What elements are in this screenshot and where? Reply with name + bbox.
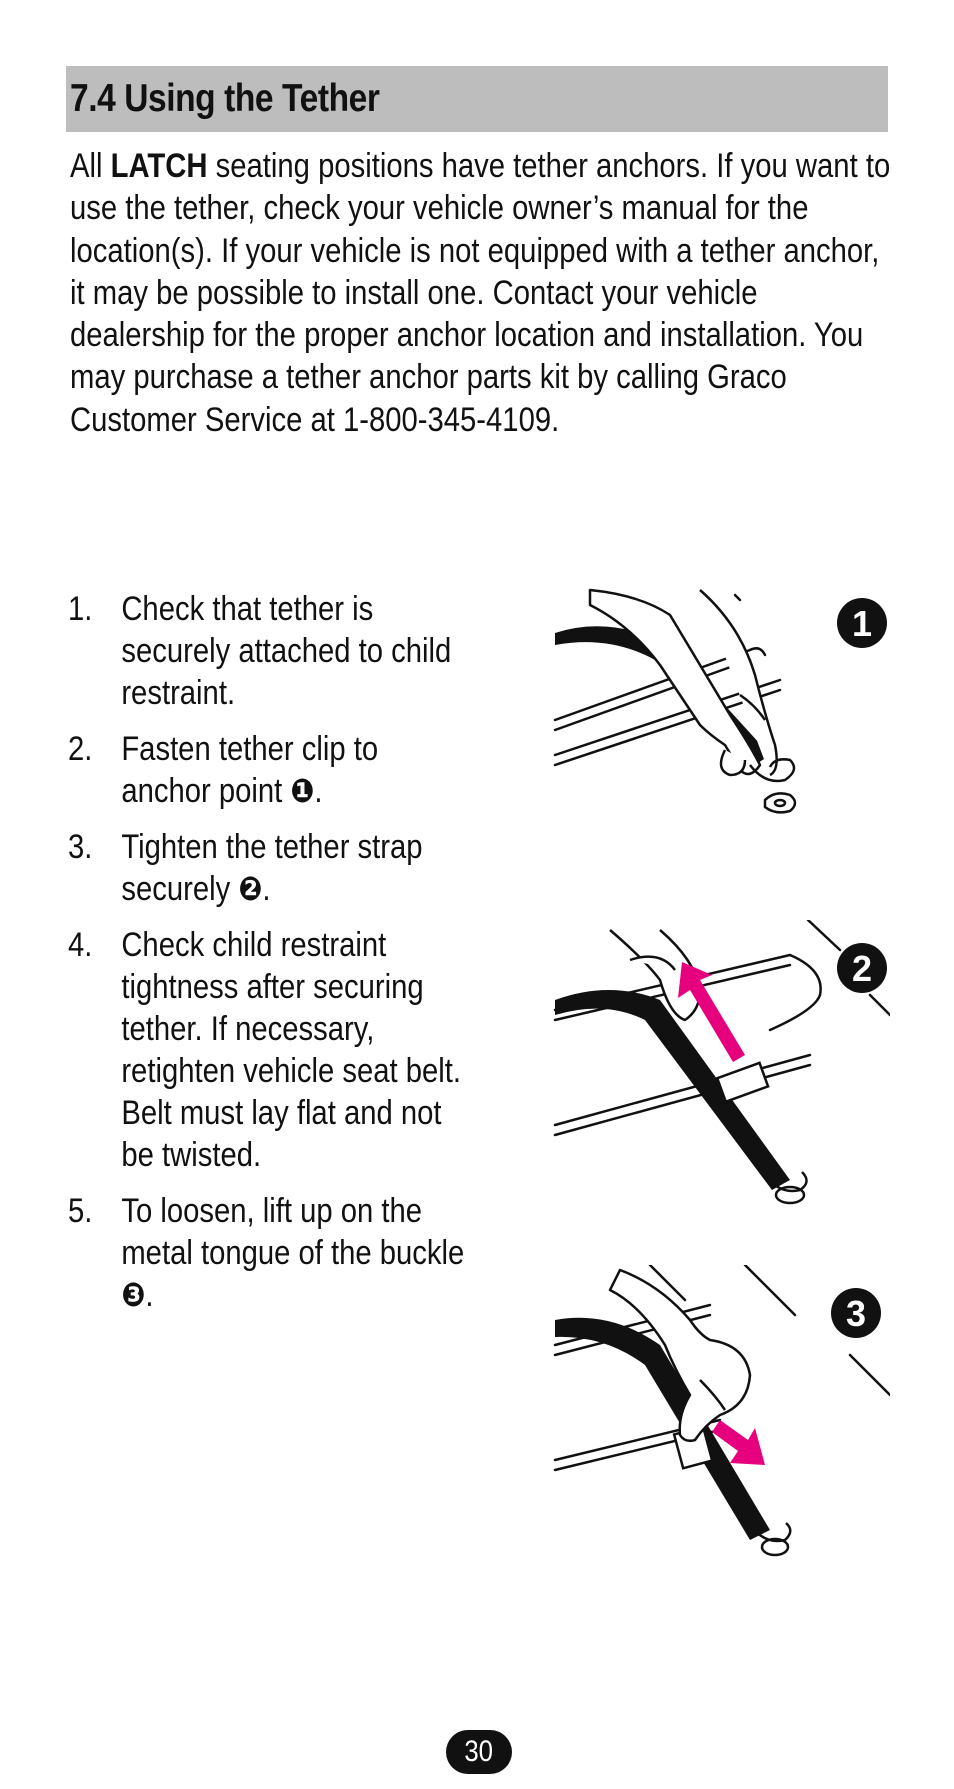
figure-ref-3: ❸ [121, 1276, 146, 1313]
instruction-steps: 1. Check that tether is securely attache… [68, 588, 472, 1330]
latch-term: LATCH [110, 147, 208, 185]
anchor-clip-icon [749, 758, 797, 814]
step-item: 3. Tighten the tether strap securely ❷. [68, 826, 472, 910]
step-number: 3. [68, 828, 93, 866]
step-text: Fasten tether clip to anchor point ❶. [121, 730, 379, 810]
number-circle-icon: 1 [837, 598, 887, 648]
step-text: Check child restraint tightness after se… [121, 926, 462, 1174]
anchor-clip-icon [764, 1171, 808, 1205]
intro-lead: All [70, 147, 111, 185]
step-text: To loosen, lift up on the metal tongue o… [121, 1192, 465, 1314]
intro-paragraph: All LATCH seating positions have tether … [70, 145, 896, 441]
number-circle-icon: 2 [837, 943, 887, 993]
step-number: 2. [68, 730, 93, 768]
tether-strap-icon [555, 990, 790, 1190]
step-number: 4. [68, 926, 93, 964]
svg-text:3: 3 [846, 1293, 866, 1334]
step-item: 1. Check that tether is securely attache… [68, 588, 472, 714]
svg-text:1: 1 [852, 603, 872, 644]
page-number-badge: 30 [446, 1730, 512, 1774]
figure-3-loosen-buckle: 3 [553, 1265, 890, 1557]
step-item: 5. To loosen, lift up on the metal tongu… [68, 1190, 472, 1316]
figure-1-fasten-clip: 1 [553, 588, 887, 814]
buckle-icon [715, 1061, 770, 1104]
svg-text:2: 2 [852, 948, 872, 989]
step-number: 5. [68, 1192, 93, 1230]
anchor-clip-icon [749, 1522, 792, 1557]
pull-arrow-icon [678, 962, 745, 1062]
figure-ref-1: ❶ [290, 772, 315, 809]
step-text: Check that tether is securely attached t… [121, 590, 452, 712]
step-item: 2. Fasten tether clip to anchor point ❶. [68, 728, 472, 812]
pull-arrow-icon [712, 1420, 765, 1465]
section-title: 7.4 Using the Tether [70, 77, 380, 120]
figure-ref-2: ❷ [238, 870, 263, 907]
hand-icon [588, 588, 778, 777]
intro-body: seating positions have tether anchors. I… [70, 147, 891, 439]
step-text: Tighten the tether strap securely ❷. [121, 828, 423, 908]
tether-strap-icon [555, 1317, 770, 1540]
number-circle-icon: 3 [831, 1288, 881, 1338]
step-number: 1. [68, 590, 93, 628]
step-item: 4. Check child restraint tightness after… [68, 924, 472, 1176]
figure-2-tighten-strap: 2 [553, 920, 890, 1205]
hand-icon [608, 1268, 752, 1443]
page-number: 30 [464, 1735, 494, 1768]
section-header: 7.4 Using the Tether [66, 66, 888, 132]
